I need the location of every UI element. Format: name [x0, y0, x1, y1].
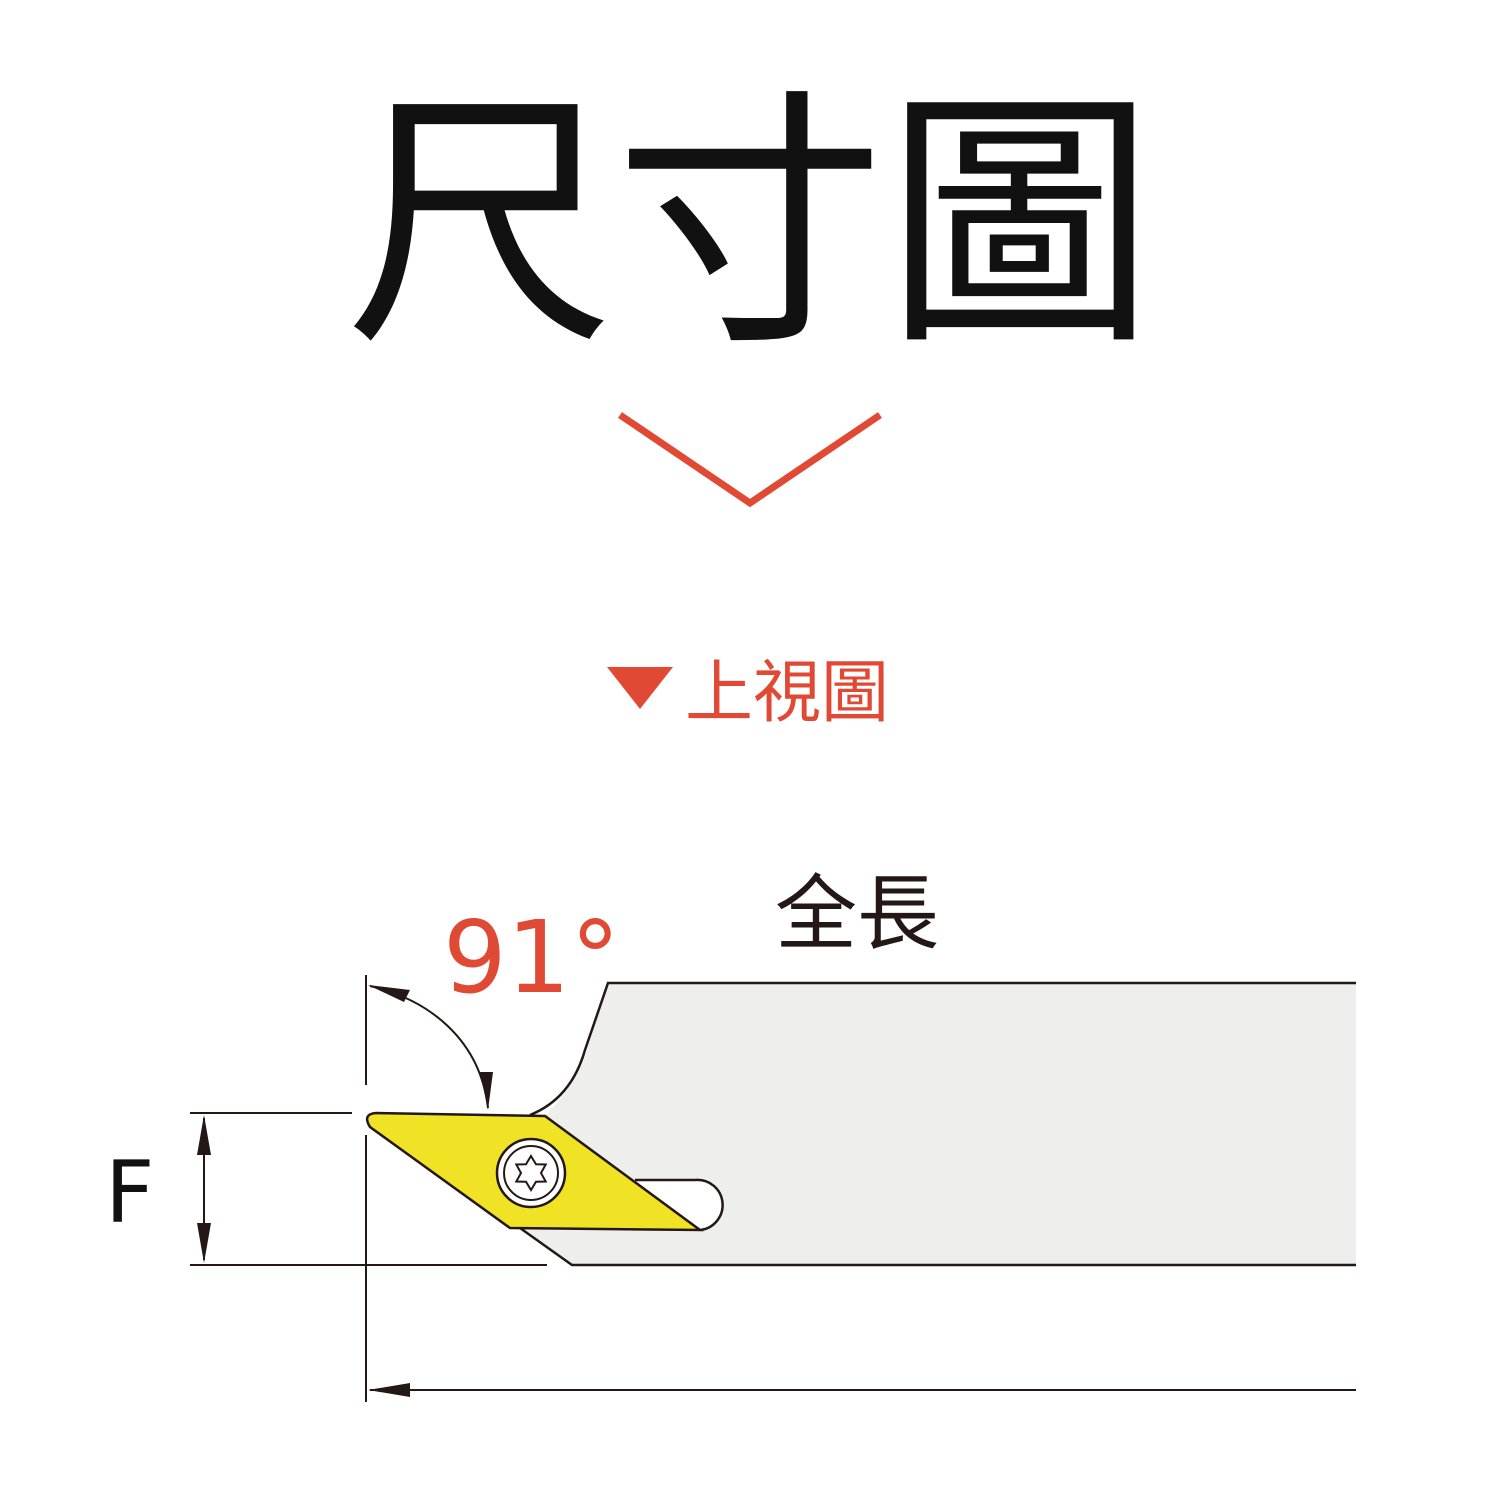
screw-head: [495, 1137, 567, 1209]
screw-ring: [503, 1145, 559, 1201]
page-title: 尺寸圖: [345, 67, 1155, 382]
chip-slot: [635, 1178, 724, 1232]
tool-body-bottom: [519, 1226, 1356, 1267]
torx-star-icon: [514, 1154, 548, 1192]
dimension-arrowheads: [197, 985, 493, 1397]
angle-label: 91°: [443, 899, 620, 1016]
length-label: 全長: [775, 867, 939, 962]
tool-body: [520, 983, 1356, 1265]
section-label: 上視圖: [685, 654, 889, 733]
triangle-down-icon: [607, 667, 673, 709]
chevron-down-icon: [618, 412, 882, 508]
tool-body-outline: [529, 981, 1356, 1117]
height-label: F: [105, 1143, 154, 1243]
